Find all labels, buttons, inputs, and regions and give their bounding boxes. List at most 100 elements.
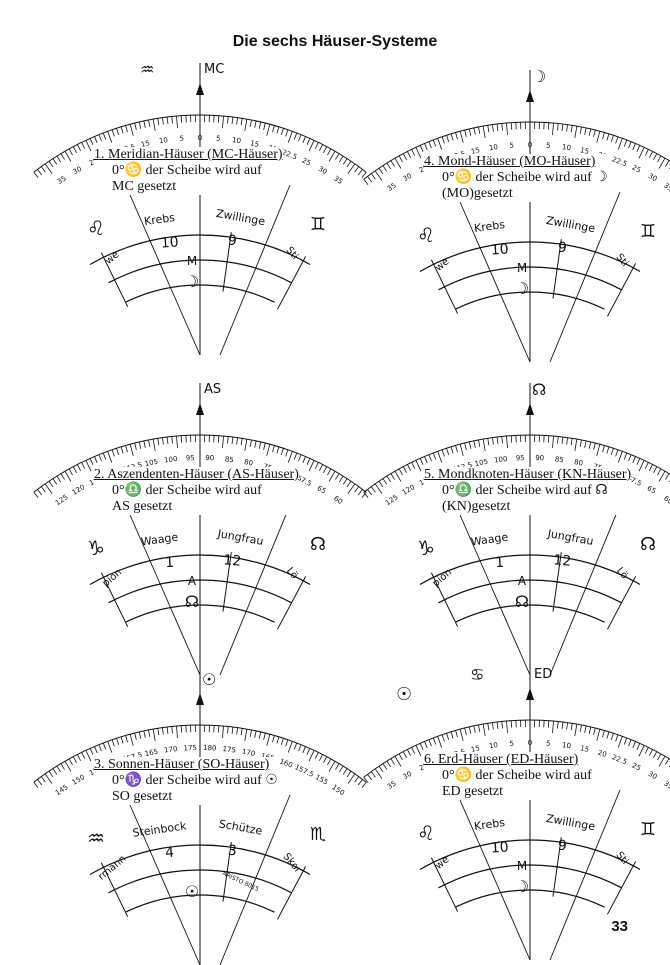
- scale-tick: [171, 116, 173, 124]
- scale-tick: [357, 779, 363, 786]
- scale-tick: [561, 123, 564, 132]
- scale-tick: [308, 460, 315, 472]
- scale-tick: [308, 140, 315, 152]
- scale-tick: [579, 724, 582, 732]
- scale-tick: [437, 451, 443, 463]
- scale-label: 150: [71, 773, 87, 787]
- scale-label: 25: [631, 164, 642, 175]
- scale-tick: [615, 734, 619, 742]
- scale-tick: [107, 741, 113, 753]
- wheel-ring: [438, 579, 622, 604]
- scale-tick: [657, 753, 662, 761]
- scale-tick: [162, 437, 164, 445]
- house-divider: [277, 576, 307, 630]
- scale-tick: [293, 742, 298, 750]
- scale-label: 35: [332, 174, 344, 186]
- sign-name-left: Krebs: [473, 816, 506, 833]
- scale-tick: [501, 436, 503, 444]
- scale-tick: [428, 739, 432, 747]
- scale-tick: [386, 475, 391, 483]
- scale-label: 170: [241, 748, 256, 758]
- scale-tick: [354, 166, 360, 173]
- scale-tick: [588, 128, 592, 136]
- sign-name-left: Krebs: [473, 218, 506, 235]
- scale-label: 105: [144, 458, 159, 468]
- house-number-right: 12: [553, 552, 572, 569]
- scale-tick: [628, 739, 632, 747]
- scale-tick: [492, 437, 494, 445]
- scale-tick: [394, 157, 402, 169]
- scale-tick: [33, 491, 39, 498]
- wheel-ring: [419, 839, 641, 870]
- scale-tick: [287, 131, 293, 143]
- scale-tick: [89, 458, 94, 465]
- scale-tick: [280, 448, 284, 455]
- scale-tick: [566, 124, 568, 132]
- scale-tick: [81, 142, 86, 149]
- scale-tick: [382, 478, 388, 485]
- house-divider: [430, 572, 459, 627]
- scale-tick: [588, 441, 592, 449]
- scale-tick: [319, 464, 323, 471]
- scale-tick: [272, 125, 275, 133]
- scale-tick: [665, 160, 670, 167]
- cusp-line: [219, 794, 291, 965]
- scale-tick: [306, 458, 311, 465]
- caption-line: SO gesetzt: [112, 789, 173, 804]
- scale-tick: [566, 722, 568, 730]
- scale-tick: [363, 776, 369, 783]
- top-symbol: ☉: [202, 670, 216, 689]
- scale-tick: [280, 128, 284, 135]
- scale-label: 25: [418, 164, 429, 175]
- scale-label: 5: [509, 740, 514, 748]
- scale-label: 80: [573, 458, 583, 468]
- wheel-ring: [108, 259, 292, 284]
- scale-label: 30: [647, 172, 659, 183]
- scale-tick: [342, 768, 348, 775]
- scale-tick: [143, 440, 146, 448]
- scale-tick: [428, 141, 432, 149]
- scale-label: 105: [474, 458, 489, 468]
- scale-tick: [240, 728, 243, 736]
- wheel-ring: [419, 241, 641, 272]
- scale-tick: [272, 445, 275, 453]
- scale-tick: [437, 736, 443, 748]
- scale-tick: [249, 119, 252, 127]
- scale-label: 85: [554, 455, 564, 464]
- scale-tick: [574, 126, 578, 138]
- caption-line: 0°♋ der Scheibe wird auf ☽: [442, 170, 608, 185]
- scale-tick: [407, 151, 411, 158]
- scale-tick: [94, 746, 98, 754]
- scale-tick: [428, 454, 432, 462]
- scale-tick: [37, 779, 43, 786]
- side-symbol-left: ♑: [417, 536, 435, 560]
- scale-tick: [628, 454, 632, 462]
- scale-tick: [148, 439, 151, 447]
- scale-label: 160: [278, 757, 293, 769]
- cusp-line: [549, 191, 621, 363]
- scale-tick: [468, 128, 472, 136]
- scale-tick: [398, 155, 403, 163]
- dial-diagram: 145150155160157.516517017518017517016516…: [33, 670, 367, 965]
- scale-tick: [171, 726, 173, 734]
- scale-tick: [459, 444, 464, 456]
- scale-label: 5: [179, 135, 184, 143]
- scale-tick: [306, 748, 311, 755]
- scale-tick: [342, 478, 348, 485]
- scale-tick: [632, 143, 636, 151]
- pointer-arrow: [196, 693, 204, 705]
- wheel-ring: [455, 291, 605, 310]
- scale-tick: [98, 134, 102, 142]
- scale-tick: [370, 486, 376, 493]
- scale-tick: [240, 438, 243, 446]
- scale-tick: [129, 444, 134, 456]
- scale-tick: [346, 770, 352, 778]
- scale-tick: [72, 146, 77, 153]
- scale-tick: [468, 726, 472, 734]
- caption-heading: 2. Aszendenten-Häuser (AS-Häuser): [94, 467, 299, 482]
- scale-tick: [657, 155, 662, 163]
- scale-tick: [339, 475, 344, 483]
- scale-tick: [367, 176, 373, 183]
- scale-tick: [632, 741, 636, 749]
- caption-heading: 1. Meridian-Häuser (MC-Häuser): [94, 147, 283, 162]
